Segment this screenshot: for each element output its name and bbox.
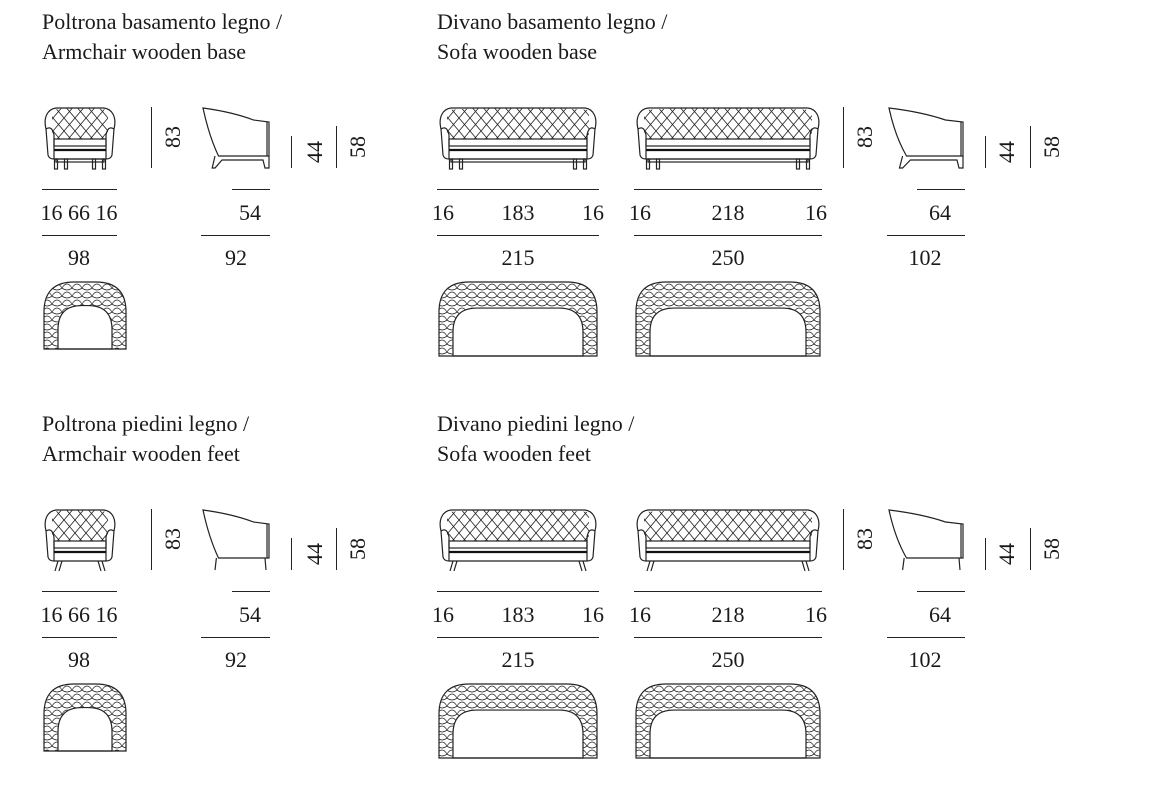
dimension-line xyxy=(232,189,270,190)
sofa-seat-height: 44 xyxy=(994,543,1019,565)
dimension-line xyxy=(232,591,270,592)
armchair-seat-height: 44 xyxy=(302,141,327,163)
armchair-seat-height: 44 xyxy=(302,543,327,565)
sofa-small-front-drawing xyxy=(439,509,597,572)
sofa-large-arm-right: 16 xyxy=(805,200,827,225)
armchair-depth-total: 92 xyxy=(225,647,247,672)
arm-height-line xyxy=(1030,528,1031,570)
dimension-line xyxy=(42,591,117,592)
dimension-line xyxy=(917,189,965,190)
sofa-depth-total: 102 xyxy=(908,647,942,672)
seat-height-line xyxy=(985,136,986,168)
armchair-title-it: Poltrona piedini legno / xyxy=(42,411,250,436)
sofa-small-seat-width: 183 xyxy=(501,200,535,225)
dimension-line xyxy=(437,591,599,592)
sofa-seat-depth: 64 xyxy=(929,602,951,627)
dimension-line xyxy=(42,189,117,190)
dimension-line xyxy=(634,591,822,592)
dimension-line xyxy=(887,637,965,638)
armchair-side-drawing xyxy=(202,509,270,571)
armchair-title-en: Armchair wooden base xyxy=(42,39,247,64)
arm-height-line xyxy=(1030,126,1031,168)
arm-height-line xyxy=(336,528,337,570)
sofa-title-en: Sofa wooden base xyxy=(437,39,598,64)
seat-height-line xyxy=(985,538,986,570)
sofa-side-drawing xyxy=(888,509,964,571)
sofa-large-top-drawing xyxy=(635,683,821,759)
dimension-line xyxy=(201,235,270,236)
armchair-front-drawing xyxy=(44,107,116,170)
sofa-small-front-drawing xyxy=(439,107,597,170)
arm-height-line xyxy=(336,126,337,168)
dimension-line xyxy=(42,637,117,638)
sofa-small-seat-width: 183 xyxy=(501,602,535,627)
armchair-title-en: Armchair wooden feet xyxy=(42,441,240,466)
armchair-top-drawing xyxy=(43,683,127,752)
dimension-line xyxy=(42,235,117,236)
height-dimension-line xyxy=(151,107,152,168)
height-dimension-line xyxy=(151,509,152,570)
sofa-side-drawing xyxy=(888,107,964,169)
seat-height-line xyxy=(291,136,292,168)
sofa-arm-height: 58 xyxy=(1039,538,1064,560)
armchair-arm-height: 58 xyxy=(345,538,370,560)
height-dimension-line xyxy=(843,509,844,570)
dimension-line xyxy=(437,637,599,638)
armchair-arm-height: 58 xyxy=(345,136,370,158)
sofa-title-en: Sofa wooden feet xyxy=(437,441,591,466)
sofa-large-width-total: 250 xyxy=(711,245,745,270)
sofa-small-arm-right: 16 xyxy=(582,200,604,225)
sofa-large-seat-width: 218 xyxy=(711,602,745,627)
sofa-height: 83 xyxy=(852,528,877,550)
armchair-front-drawing xyxy=(44,509,116,572)
sofa-large-arm-left: 16 xyxy=(629,200,651,225)
dimension-line xyxy=(917,591,965,592)
armchair-top-drawing xyxy=(43,281,127,350)
sofa-seat-height: 44 xyxy=(994,141,1019,163)
sofa-small-arm-left: 16 xyxy=(432,602,454,627)
sofa-small-top-drawing xyxy=(438,281,598,357)
sofa-seat-depth: 64 xyxy=(929,200,951,225)
sofa-large-seat-width: 218 xyxy=(711,200,745,225)
armchair-depth-total: 92 xyxy=(225,245,247,270)
armchair-side-drawing xyxy=(202,107,270,169)
dimension-line xyxy=(887,235,965,236)
sofa-small-width-total: 215 xyxy=(501,245,535,270)
armchair-height: 83 xyxy=(160,126,185,148)
sofa-height: 83 xyxy=(852,126,877,148)
dimension-line xyxy=(634,189,822,190)
dimension-line xyxy=(201,637,270,638)
dimension-line xyxy=(437,235,599,236)
dimension-line xyxy=(437,189,599,190)
armchair-seat-depth: 54 xyxy=(239,200,261,225)
armchair-width-total: 98 xyxy=(68,647,90,672)
armchair-title-it: Poltrona basamento legno / xyxy=(42,9,283,34)
sofa-small-top-drawing xyxy=(438,683,598,759)
sofa-large-front-drawing xyxy=(636,107,820,170)
armchair-width-total: 98 xyxy=(68,245,90,270)
seat-height-line xyxy=(291,538,292,570)
sofa-large-arm-right: 16 xyxy=(805,602,827,627)
sofa-depth-total: 102 xyxy=(908,245,942,270)
sofa-small-arm-right: 16 xyxy=(582,602,604,627)
armchair-width-parts: 16 66 16 xyxy=(40,200,118,225)
height-dimension-line xyxy=(843,107,844,168)
armchair-width-parts: 16 66 16 xyxy=(40,602,118,627)
sofa-title-it: Divano basamento legno / xyxy=(437,9,668,34)
sofa-small-arm-left: 16 xyxy=(432,200,454,225)
sofa-arm-height: 58 xyxy=(1039,136,1064,158)
sofa-large-arm-left: 16 xyxy=(629,602,651,627)
sofa-large-front-drawing xyxy=(636,509,820,572)
sofa-large-width-total: 250 xyxy=(711,647,745,672)
dimension-line xyxy=(634,637,822,638)
sofa-small-width-total: 215 xyxy=(501,647,535,672)
armchair-seat-depth: 54 xyxy=(239,602,261,627)
dimension-line xyxy=(634,235,822,236)
armchair-height: 83 xyxy=(160,528,185,550)
sofa-large-top-drawing xyxy=(635,281,821,357)
sofa-title-it: Divano piedini legno / xyxy=(437,411,635,436)
